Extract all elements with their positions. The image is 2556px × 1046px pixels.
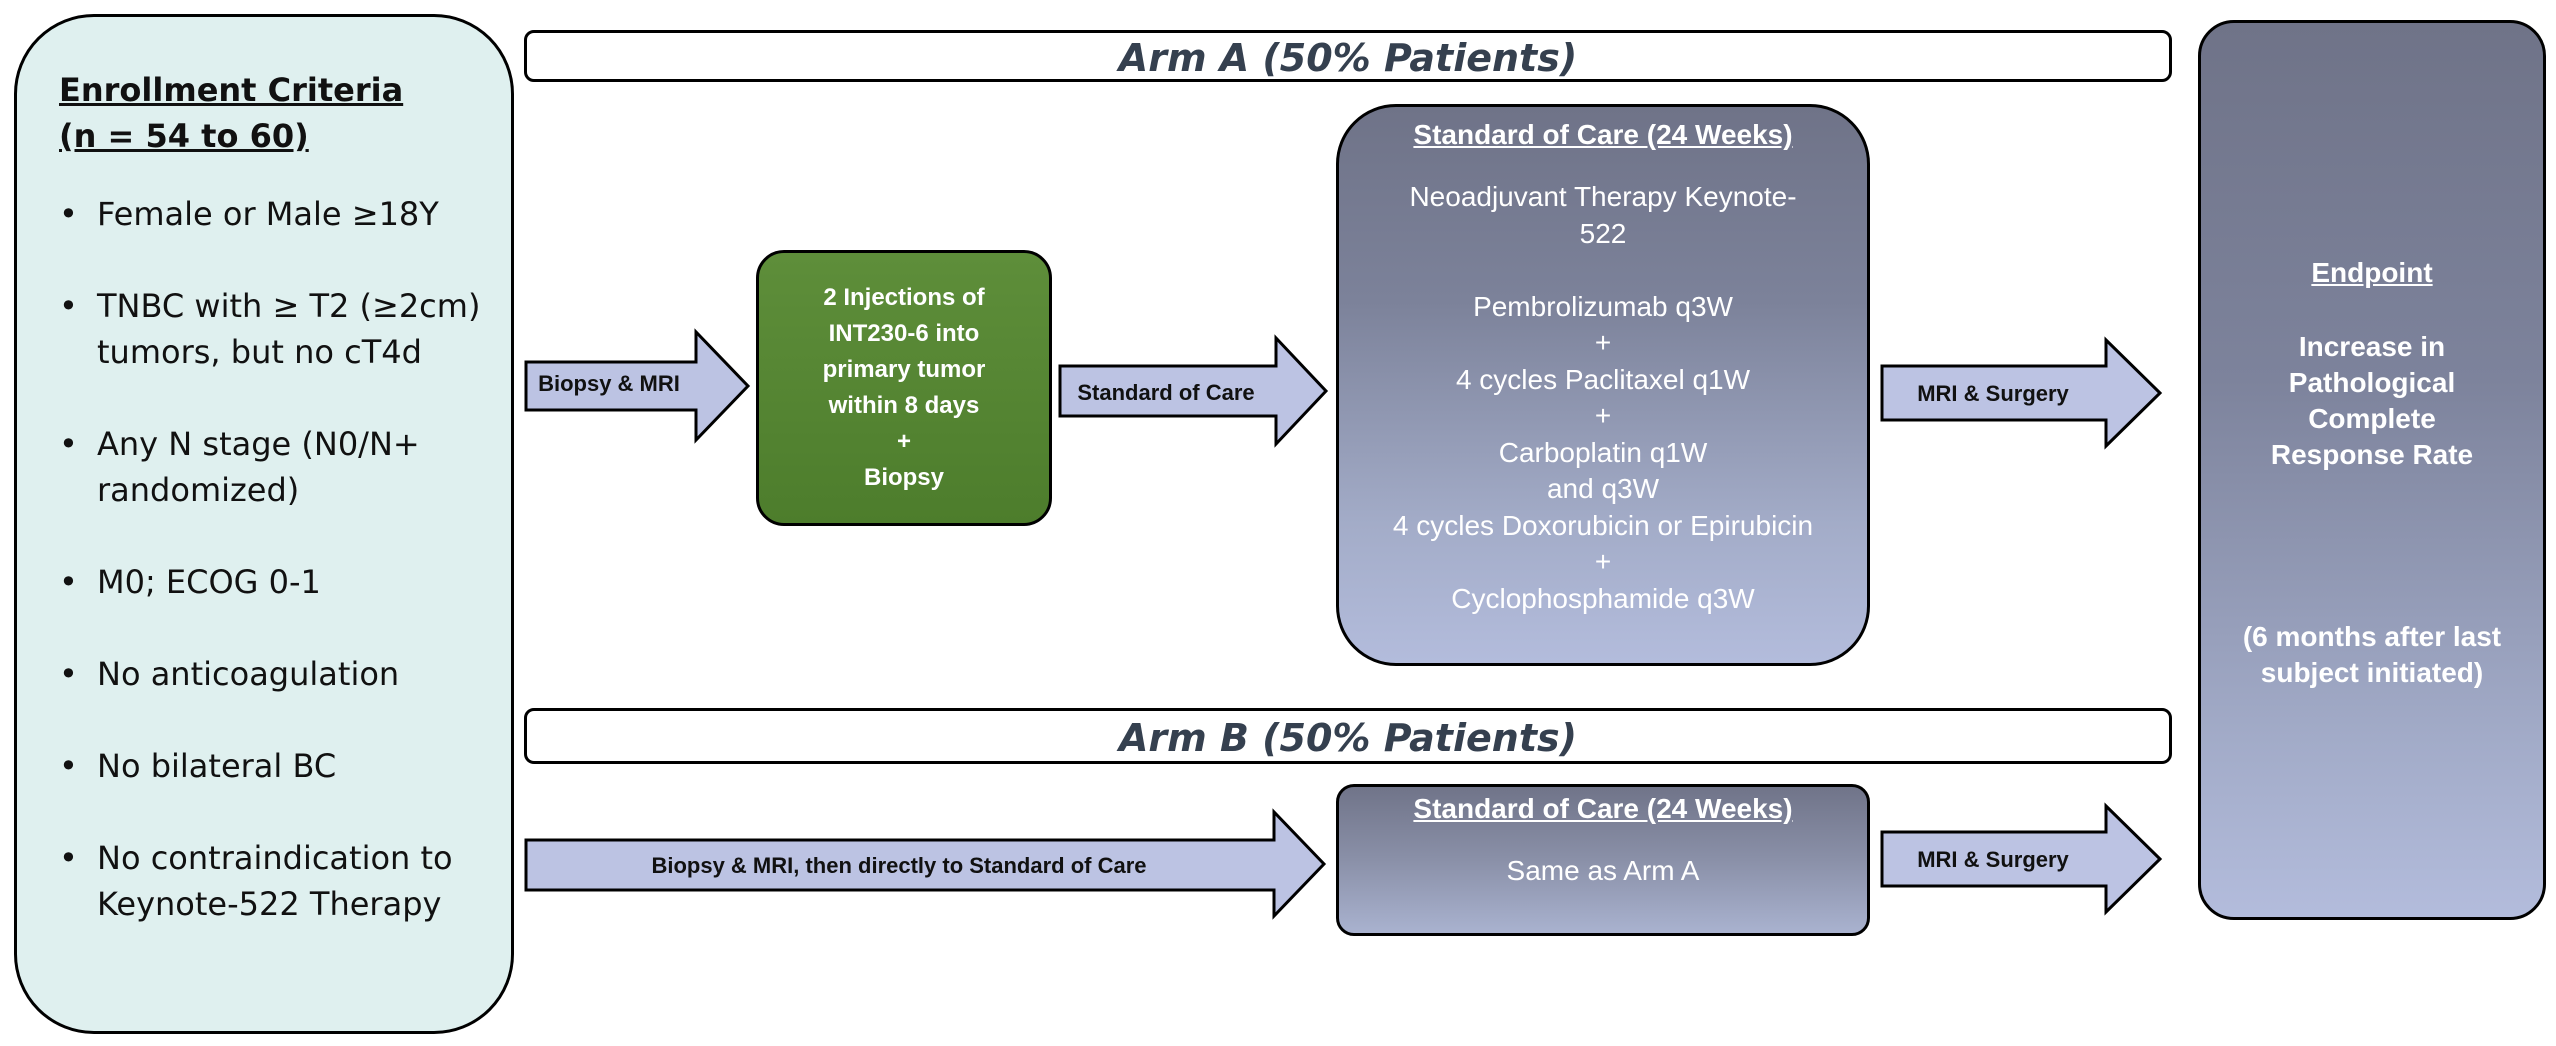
arm-b-mri-surgery-arrow [1880,802,2163,916]
arm-a-standard-of-care-arrow [1058,334,1329,448]
arm-a-standard-of-care-box: Standard of Care (24 Weeks) Neoadjuvant … [1336,104,1870,666]
injection-box-text: 2 Injections of INT230-6 into primary tumo… [823,280,986,496]
arrow-shape [524,808,1327,920]
criteria-item: TNBC with ≥ T2 (≥2cm) tumors, but no cT4d [59,283,481,375]
arm-b-soc-text: Same as Arm A [1506,855,1700,886]
endpoint-note-line: subject initiated) [2260,657,2484,688]
arm-b-mri-surgery-label: MRI & Surgery [1917,847,2069,872]
criteria-item-line: Keynote-522 Therapy [97,885,442,923]
injection-box-line: within 8 days [828,392,980,419]
arm-b-biopsy-mri-label: Biopsy & MRI, then directly to Standard … [651,853,1147,878]
injection-box-line: 2 Injections of [823,284,985,311]
enrollment-title: Enrollment Criteria (n = 54 to 60) [59,67,481,159]
criteria-item-line: Any N stage (N0/N+ [97,425,420,463]
criteria-item: No contraindication to Keynote-522 Therap… [59,835,481,927]
int230-injection-box: 2 Injections of INT230-6 into primary tumo… [756,250,1052,526]
criteria-list: Female or Male ≥18Y TNBC with ≥ T2 (≥2cm)… [59,191,481,927]
enrollment-criteria-panel: Enrollment Criteria (n = 54 to 60) Femal… [14,14,514,1034]
criteria-item-line: No contraindication to [97,839,453,877]
criteria-item-line: No anticoagulation [97,655,400,693]
injection-box-line: Biopsy [863,464,944,491]
criteria-item-line: M0; ECOG 0-1 [97,563,321,601]
enrollment-title-line2: (n = 54 to 60) [59,117,309,155]
arm-a-soc-line: 4 cycles Doxorubicin or Epirubicin [1392,509,1814,541]
endpoint-outcome-line: Complete [2308,403,2436,434]
criteria-item: No bilateral BC [59,743,481,789]
injection-box-line: INT230-6 into [828,320,980,347]
arm-a-soc-line: and q3W [1546,473,1660,504]
arm-b-standard-of-care-box: Standard of Care (24 Weeks) Same as Arm … [1336,784,1870,936]
arm-a-soc-line: + [1594,327,1612,358]
arm-b-biopsy-mri-arrow [524,808,1327,920]
arrow-shape [1058,334,1329,448]
arm-a-banner: Arm A (50% Patients) [524,30,2172,82]
arm-a-soc-line: Pembrolizumab q3W [1473,290,1733,322]
endpoint-title: Endpoint [2311,257,2433,288]
criteria-item-line: No bilateral BC [97,747,337,785]
criteria-item-line: tumors, but no cT4d [97,333,422,371]
arm-b-banner: Arm B (50% Patients) [524,708,2172,764]
criteria-item: No anticoagulation [59,651,481,697]
endpoint-outcome-line: Increase in [2298,331,2446,362]
arrow-shape [1880,336,2163,450]
arm-a-soc-line [1339,252,1867,289]
endpoint-outcome-line: Response Rate [2270,439,2474,470]
criteria-item-line: Female or Male ≥18Y [97,195,439,233]
injection-box-line: + [896,428,911,455]
arm-a-soc-line: 522 [1579,217,1627,249]
endpoint-note-line: (6 months after last [2242,621,2502,652]
criteria-item: Any N stage (N0/N+ randomized) [59,421,481,513]
criteria-item: M0; ECOG 0-1 [59,559,481,605]
arm-a-soc-line: 4 cycles Paclitaxel q1W [1455,363,1751,395]
arm-b-soc-title: Standard of Care (24 Weeks) [1413,793,1793,824]
arm-a-soc-line: + [1594,400,1612,431]
arm-a-soc-line: + [1594,546,1612,577]
arm-a-mri-surgery-label: MRI & Surgery [1917,381,2069,406]
arrow-shape [524,328,751,444]
arm-a-soc-line: Neoadjuvant Therapy Keynote- [1409,181,1797,212]
arm-a-soc-line: Carboplatin q1W [1498,436,1708,468]
arm-a-biopsy-mri-label: Biopsy & MRI [538,371,680,396]
injection-box-line: primary tumor [822,356,986,383]
endpoint-timing-note: (6 months after last subject initiated) [2201,619,2543,691]
criteria-item-line: randomized) [97,471,300,509]
arm-a-biopsy-mri-arrow [524,328,751,444]
arm-a-soc-title: Standard of Care (24 Weeks) [1413,119,1793,150]
arm-a-standard-of-care-label: Standard of Care [1077,380,1255,405]
arm-a-mri-surgery-arrow [1880,336,2163,450]
enrollment-title-line1: Enrollment Criteria [59,71,404,109]
arm-a-soc-line: Cyclophosphamide q3W [1451,582,1755,614]
endpoint-outcome-line: Pathological [2288,367,2456,398]
criteria-item-line: TNBC with ≥ T2 (≥2cm) [97,287,481,325]
criteria-item: Female or Male ≥18Y [59,191,481,237]
arrow-shape [1880,802,2163,916]
